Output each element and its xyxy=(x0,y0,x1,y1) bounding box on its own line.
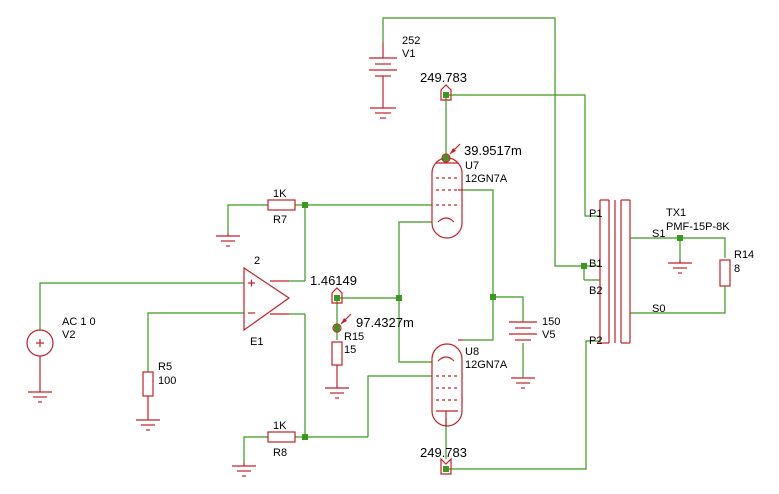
tx1-ref: TX1 xyxy=(666,207,686,219)
r14-value: 8 xyxy=(734,263,740,275)
v2-ac-source[interactable] xyxy=(26,329,54,403)
u7-tube[interactable] xyxy=(431,157,463,239)
r7-resistor[interactable] xyxy=(267,199,296,211)
u8-model: 12GN7A xyxy=(465,359,508,371)
tx1-transformer[interactable] xyxy=(599,199,631,344)
tx1-pin-p1: P1 xyxy=(589,208,602,220)
r5-value: 100 xyxy=(158,375,176,387)
ground-r8-icon xyxy=(232,463,256,477)
v5-value: 150 xyxy=(542,316,560,328)
probe-plate-bottom-icon[interactable] xyxy=(440,457,452,475)
u8-tube[interactable] xyxy=(431,339,463,427)
r15-current-probe-icon[interactable] xyxy=(332,313,352,333)
tx1-pin-s1: S1 xyxy=(652,228,665,240)
r8-resistor[interactable] xyxy=(267,431,296,443)
tx1-model: PMF-15P-8K xyxy=(666,221,730,233)
r15-ref: R15 xyxy=(344,331,364,343)
r15-value: 15 xyxy=(344,344,356,356)
tx1-pin-b2: B2 xyxy=(589,285,602,297)
junctions xyxy=(302,92,683,472)
r5-resistor[interactable] xyxy=(136,371,160,431)
u7-ref: U7 xyxy=(465,160,479,172)
tx1-pin-p2: P2 xyxy=(589,335,602,347)
e1-gain: 2 xyxy=(254,255,260,267)
u7-current-probe-icon[interactable] xyxy=(441,143,461,163)
probe-plate-bottom-value: 249.783 xyxy=(420,445,467,460)
v5-ref: V5 xyxy=(542,329,555,341)
r8-value: 1K xyxy=(273,420,287,432)
v5-battery[interactable] xyxy=(509,321,537,389)
r7-value: 1K xyxy=(273,188,287,200)
probe-plate-top-icon[interactable] xyxy=(440,84,452,101)
r5-ref: R5 xyxy=(158,361,172,373)
v1-battery[interactable] xyxy=(369,42,397,119)
v1-ref: V1 xyxy=(402,48,415,60)
probe-cathode-value: 1.46149 xyxy=(310,273,357,288)
e1-ref: E1 xyxy=(250,336,263,348)
probe-cathode-icon[interactable] xyxy=(331,287,343,304)
u8-ref: U8 xyxy=(465,346,479,358)
r8-ref: R8 xyxy=(273,447,287,459)
wires xyxy=(39,17,726,470)
tx1-pin-b1: B1 xyxy=(589,258,602,270)
ground-secondary-icon xyxy=(668,260,692,274)
v1-value: 252 xyxy=(402,35,420,47)
r15-current-value: 97.4327m xyxy=(356,315,414,330)
u7-current-value: 39.9517m xyxy=(464,143,522,158)
e1-opamp[interactable] xyxy=(243,266,291,332)
v2-value: AC 1 0 xyxy=(62,316,96,328)
r15-resistor[interactable] xyxy=(325,341,349,399)
ground-r7-icon xyxy=(216,233,240,247)
r14-ref: R14 xyxy=(734,249,754,261)
r7-ref: R7 xyxy=(273,214,287,226)
v2-ref: V2 xyxy=(62,329,75,341)
probe-plate-top-value: 249.783 xyxy=(420,70,467,85)
u7-model: 12GN7A xyxy=(465,173,508,185)
r14-resistor[interactable] xyxy=(719,259,731,287)
tx1-pin-s0: S0 xyxy=(652,303,665,315)
